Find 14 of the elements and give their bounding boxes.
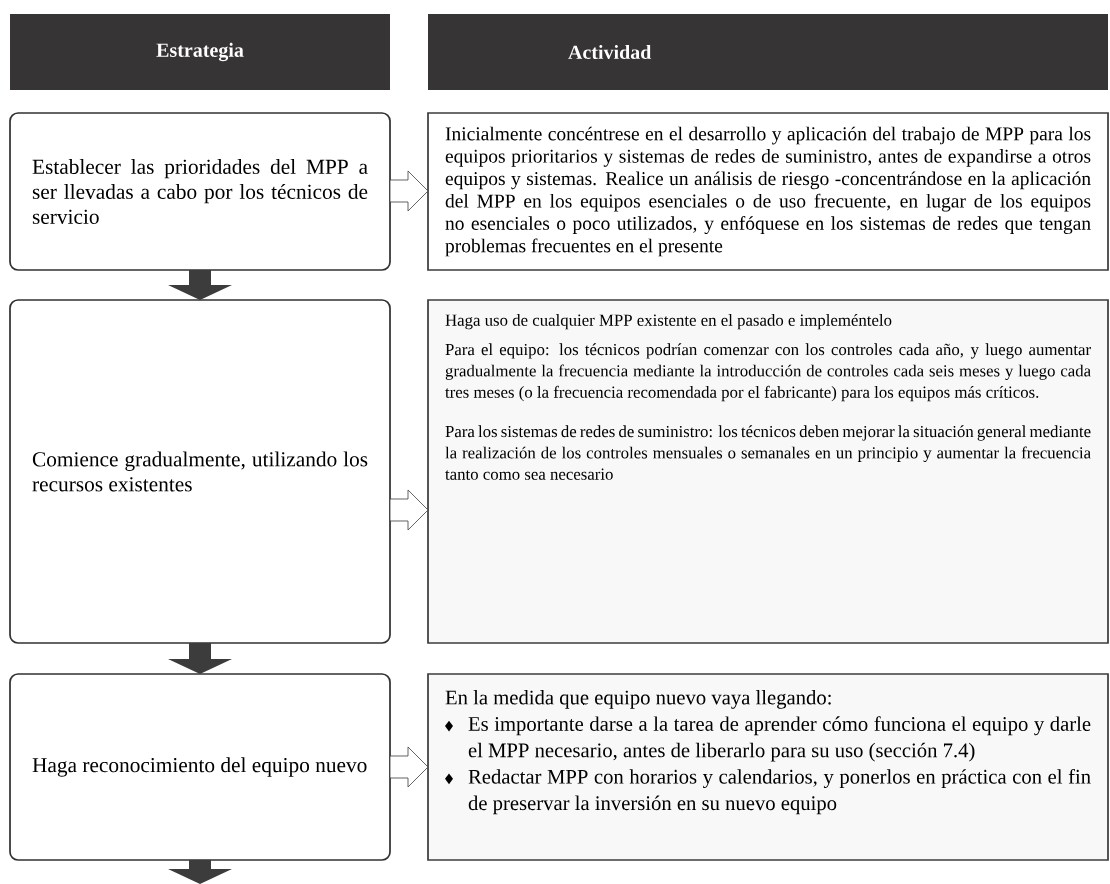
arrow <box>389 489 429 531</box>
arrow <box>168 860 232 884</box>
column-header: Actividad <box>428 14 1108 90</box>
arrow <box>389 170 429 212</box>
strategy-box: Establecer las prioridades del MPP a ser llevadas a cabo por los técnicos de servicio <box>9 112 391 271</box>
strategy-box: Haga reconocimiento del equipo nuevo <box>9 673 391 861</box>
arrow <box>168 643 232 674</box>
activity-box: En la medida que equipo nuevo vaya llegando: Es importante darse a la tarea de aprender cómo funciona el equipo y darle el MPP necesario, antes de liberarlo para su uso (sección 7.4) Redactar MPP con horarios y calendarios, y ponerlos en práctica con el fin de preservar la inversión en su nuevo equipo <box>427 673 1109 861</box>
arrow <box>389 746 429 788</box>
arrow <box>168 270 232 300</box>
activity-box: Haga uso de cualquier MPP existente en el pasado e impleméntelo Para el equipo: los técnicos podrían comenzar con los controles cada año, y luego aumentar gradualmente la frecuencia mediante la introducción de controles cada seis meses y luego cada tres meses (o la frecuencia recomendada por el fabricante) para los equipos más críticos. Para los sistemas de redes de suministro: los técnicos deben mejorar la situación general mediante la realización de los controles mensuales o semanales en un principio y aumentar la frecuencia tanto como sea necesario <box>427 299 1109 644</box>
activity-box: Inicialmente concéntrese en el desarrollo y aplicación del trabajo de MPP para los equipos prioritarios y sistemas de redes de suministro, antes de expandirse a otros equipos y sistemas. Realice un análisis de riesgo -concentrándose en la aplicación del MPP en los equipos esenciales o de uso frecuente, en lugar de los equipos no esenciales o poco utilizados, y enfóquese en los sistemas de redes que tengan problemas frecuentes en el presente <box>427 112 1109 271</box>
column-header: Estrategia <box>10 14 390 90</box>
strategy-box: Comience gradualmente, utilizando los recursos existentes <box>9 299 391 644</box>
